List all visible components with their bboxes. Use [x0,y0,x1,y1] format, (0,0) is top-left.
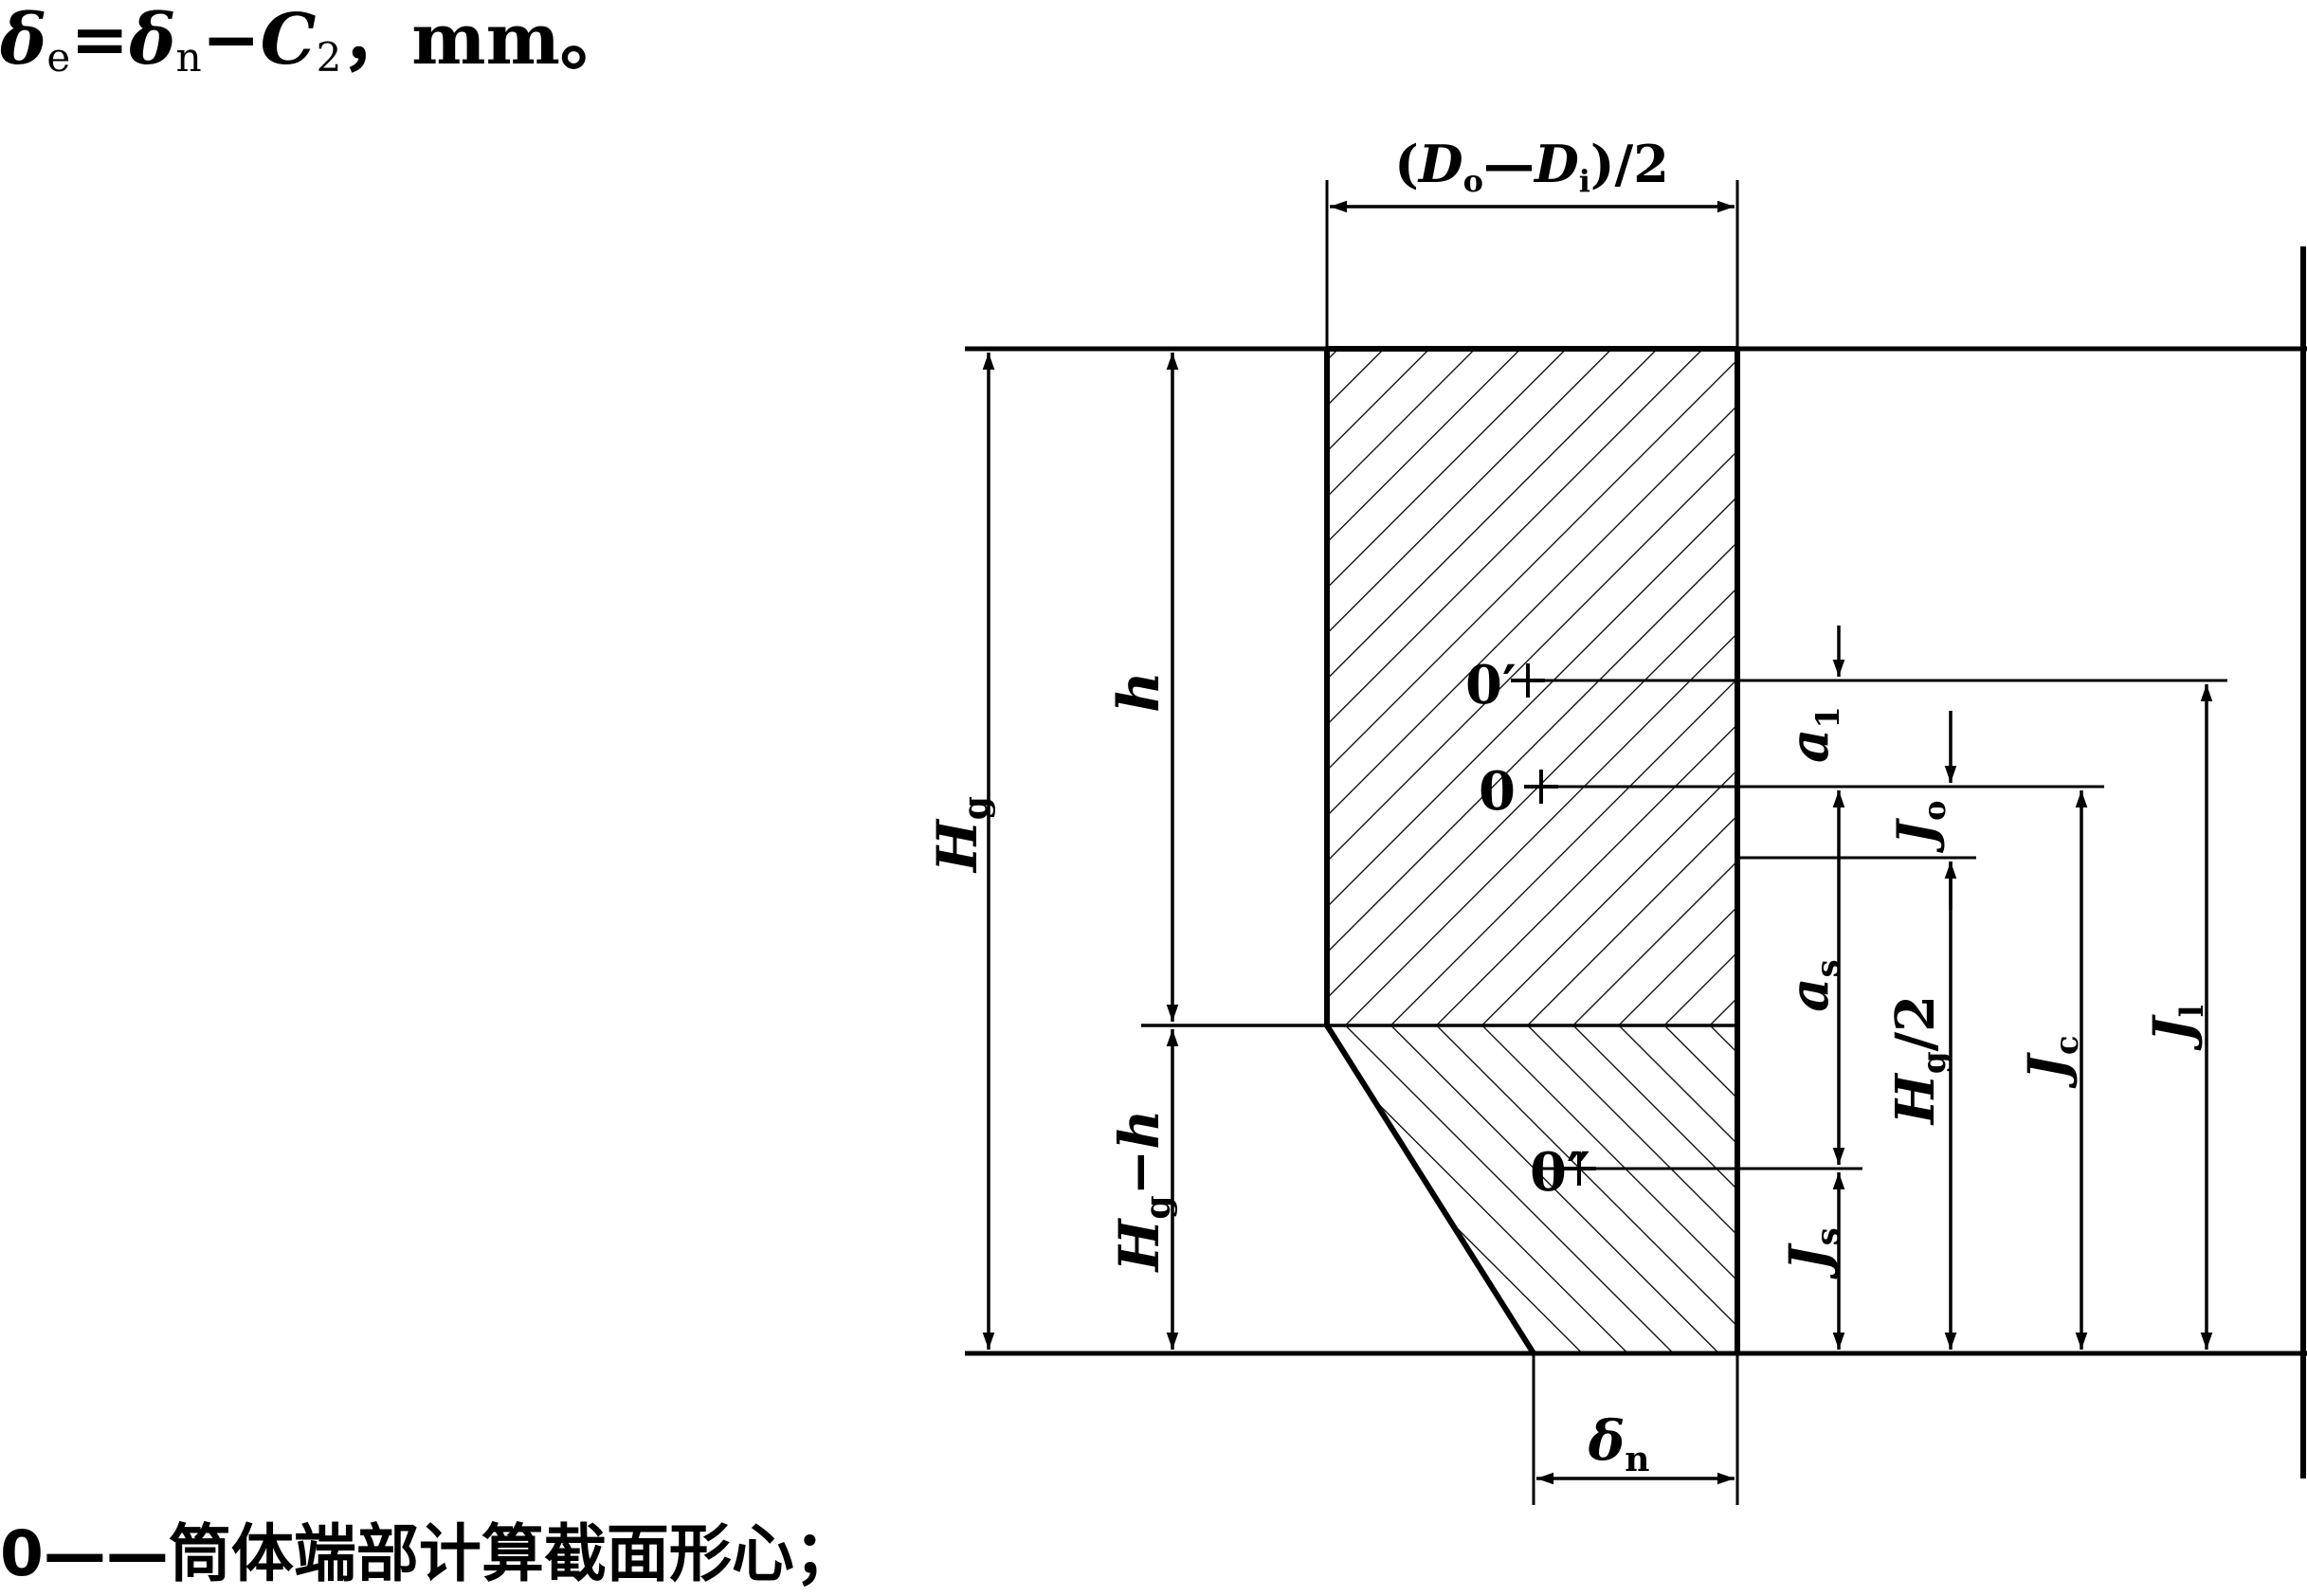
label-as-sub: s [1809,959,1847,977]
label-Jl: Jl [2142,1005,2211,1051]
label-h: h [1106,671,1172,713]
label-point-0: 0 [1479,760,1516,823]
frame-lines [965,246,2307,1478]
label-top-close: )/2 [1590,134,1669,194]
formula-C: C [260,0,317,81]
formula-sub-e: e [46,34,71,81]
label-top-width: (Do—Di)/2 [1394,134,1669,199]
label-a1-main: a [1778,729,1841,763]
label-Hgh-rest: −h [1107,1110,1172,1196]
label-top-D1: D [1417,134,1463,194]
formula-sub-2: 2 [316,34,342,81]
ring-section-hatch [1327,349,1737,1025]
label-as-main: a [1778,977,1841,1011]
label-top-sub2: i [1579,163,1590,199]
formula: δe=δn−C2，mm。 [0,2,630,96]
dimension-arrows [982,200,2213,1485]
label-Hg2-main: H [1884,1072,1947,1126]
label-a1-sub: 1 [1809,706,1847,729]
label-top-dash: — [1483,134,1535,194]
label-as: as [1778,959,1847,1011]
label-top-open: ( [1394,134,1419,194]
label-Jo-main: J [1885,817,1946,853]
label-Hg-sub: g [956,796,996,820]
label-Hgh-main: H [1107,1217,1172,1273]
label-Jc-main: J [2017,1052,2080,1089]
label-Js-main: J [1778,1242,1841,1279]
label-Hg-minus-h: Hg−h [1107,1110,1178,1274]
label-a1: a1 [1778,706,1847,763]
formula-delta-e: δ [0,0,47,81]
label-Jc-sub: c [2048,1035,2086,1055]
label-Jl-sub: l [2173,1005,2211,1017]
label-Hgh-sub: g [1138,1195,1178,1219]
label-Jo-sub: o [1916,801,1953,821]
label-Js: Js [1778,1227,1847,1279]
label-point-0-prime: 0′ [1465,654,1517,716]
hub-section-hatch [1327,1025,1737,1353]
formula-delta-n: δ [129,0,176,81]
formula-minus: − [201,0,261,81]
label-Hg: Hg [925,796,996,874]
label-top-sub1: o [1463,163,1483,199]
label-Hg2-rest: /2 [1884,995,1947,1051]
formula-equals: = [70,0,130,81]
label-delta-n-main: δ [1588,1408,1626,1473]
label-Js-sub: s [1809,1227,1847,1245]
label-Hg2-sub: g [1916,1051,1953,1074]
label-delta-n-sub: n [1625,1440,1649,1479]
label-Hg-main: H [925,818,990,874]
centroid-marks [1511,663,1596,1186]
label-point-0-double-prime: 0″ [1530,1141,1590,1204]
formula-unit: ，mm。 [341,0,630,81]
label-top-D2: D [1533,134,1579,194]
label-delta-n: δn [1588,1408,1650,1479]
label-Hg2: Hg/2 [1884,995,1953,1126]
label-Jc: Jc [2017,1035,2086,1088]
formula-sub-n: n [175,34,202,81]
label-Jo: Jo [1885,801,1953,854]
caption: 0——筒体端部计算截面形心； [0,1517,857,1590]
label-Jl-main: J [2142,1014,2205,1051]
